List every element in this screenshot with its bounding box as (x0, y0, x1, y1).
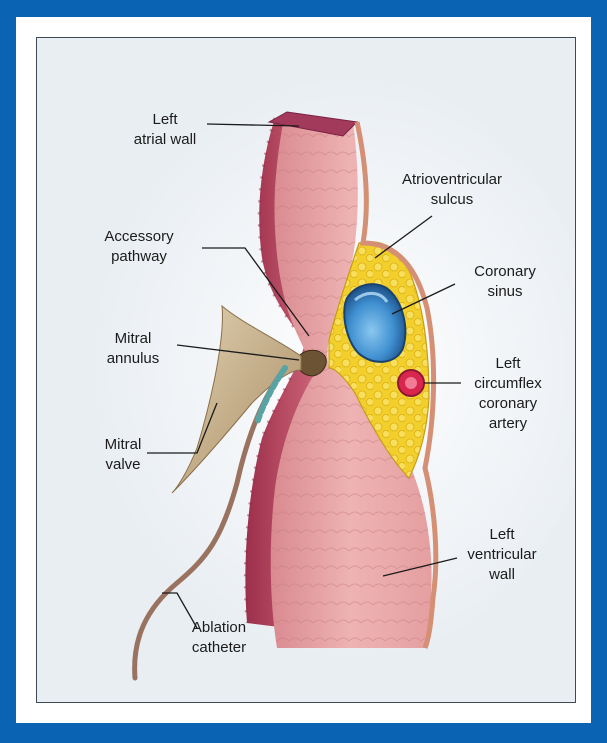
label-left-circumflex-coronary-artery: Left circumflex coronary artery (463, 354, 553, 434)
label-accessory-pathway: Accessory pathway (85, 227, 193, 267)
label-left-ventricular-wall: Left ventricular wall (457, 525, 547, 585)
label-atrioventricular-sulcus: Atrioventricular sulcus (377, 170, 527, 210)
label-ablation-catheter: Ablation catheter (175, 618, 263, 658)
label-mitral-annulus: Mitral annulus (91, 329, 175, 369)
label-left-atrial-wall: Left atrial wall (125, 110, 205, 150)
label-mitral-valve: Mitral valve (93, 435, 153, 475)
figure-card: Left atrial wall Atrioventricular sulcus… (16, 17, 591, 723)
illustration-panel: Left atrial wall Atrioventricular sulcus… (36, 37, 576, 703)
label-coronary-sinus: Coronary sinus (457, 262, 553, 302)
